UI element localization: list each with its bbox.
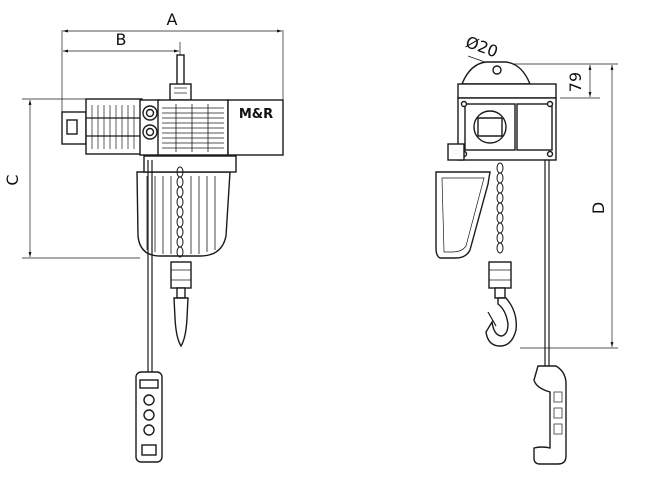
dimension-d: D [520,63,618,349]
gear-box [139,99,161,156]
dimension-c-label: C [3,174,22,185]
dimension-b-label: B [116,30,127,49]
dimension-a: A [61,10,284,112]
side-view: Ø20 79 D [435,32,618,465]
dimension-d-label: D [589,202,608,214]
chain-bucket [136,155,237,257]
side-pendant-control [533,365,567,465]
suspension-post [169,54,192,101]
dimension-79: 79 [510,63,600,99]
front-view: A B C [3,10,284,463]
pendant-control [135,371,163,463]
side-hook [485,261,517,347]
suspension-lug [460,61,532,85]
dimension-a-label: A [167,10,178,29]
main-body [157,99,229,156]
brand-plate: M&R [227,99,284,156]
hook-block [170,261,192,348]
side-load-chain [496,162,504,254]
dimension-b: B [63,30,181,80]
side-chain-bucket [435,171,491,259]
dimension-diameter: Ø20 [463,32,501,67]
motor-housing [61,98,143,155]
dimension-diameter-label: Ø20 [463,32,500,61]
brand-logo: M&R [239,107,273,122]
side-frame [447,83,557,161]
load-chain [176,166,184,258]
dimension-79-label: 79 [566,72,585,92]
